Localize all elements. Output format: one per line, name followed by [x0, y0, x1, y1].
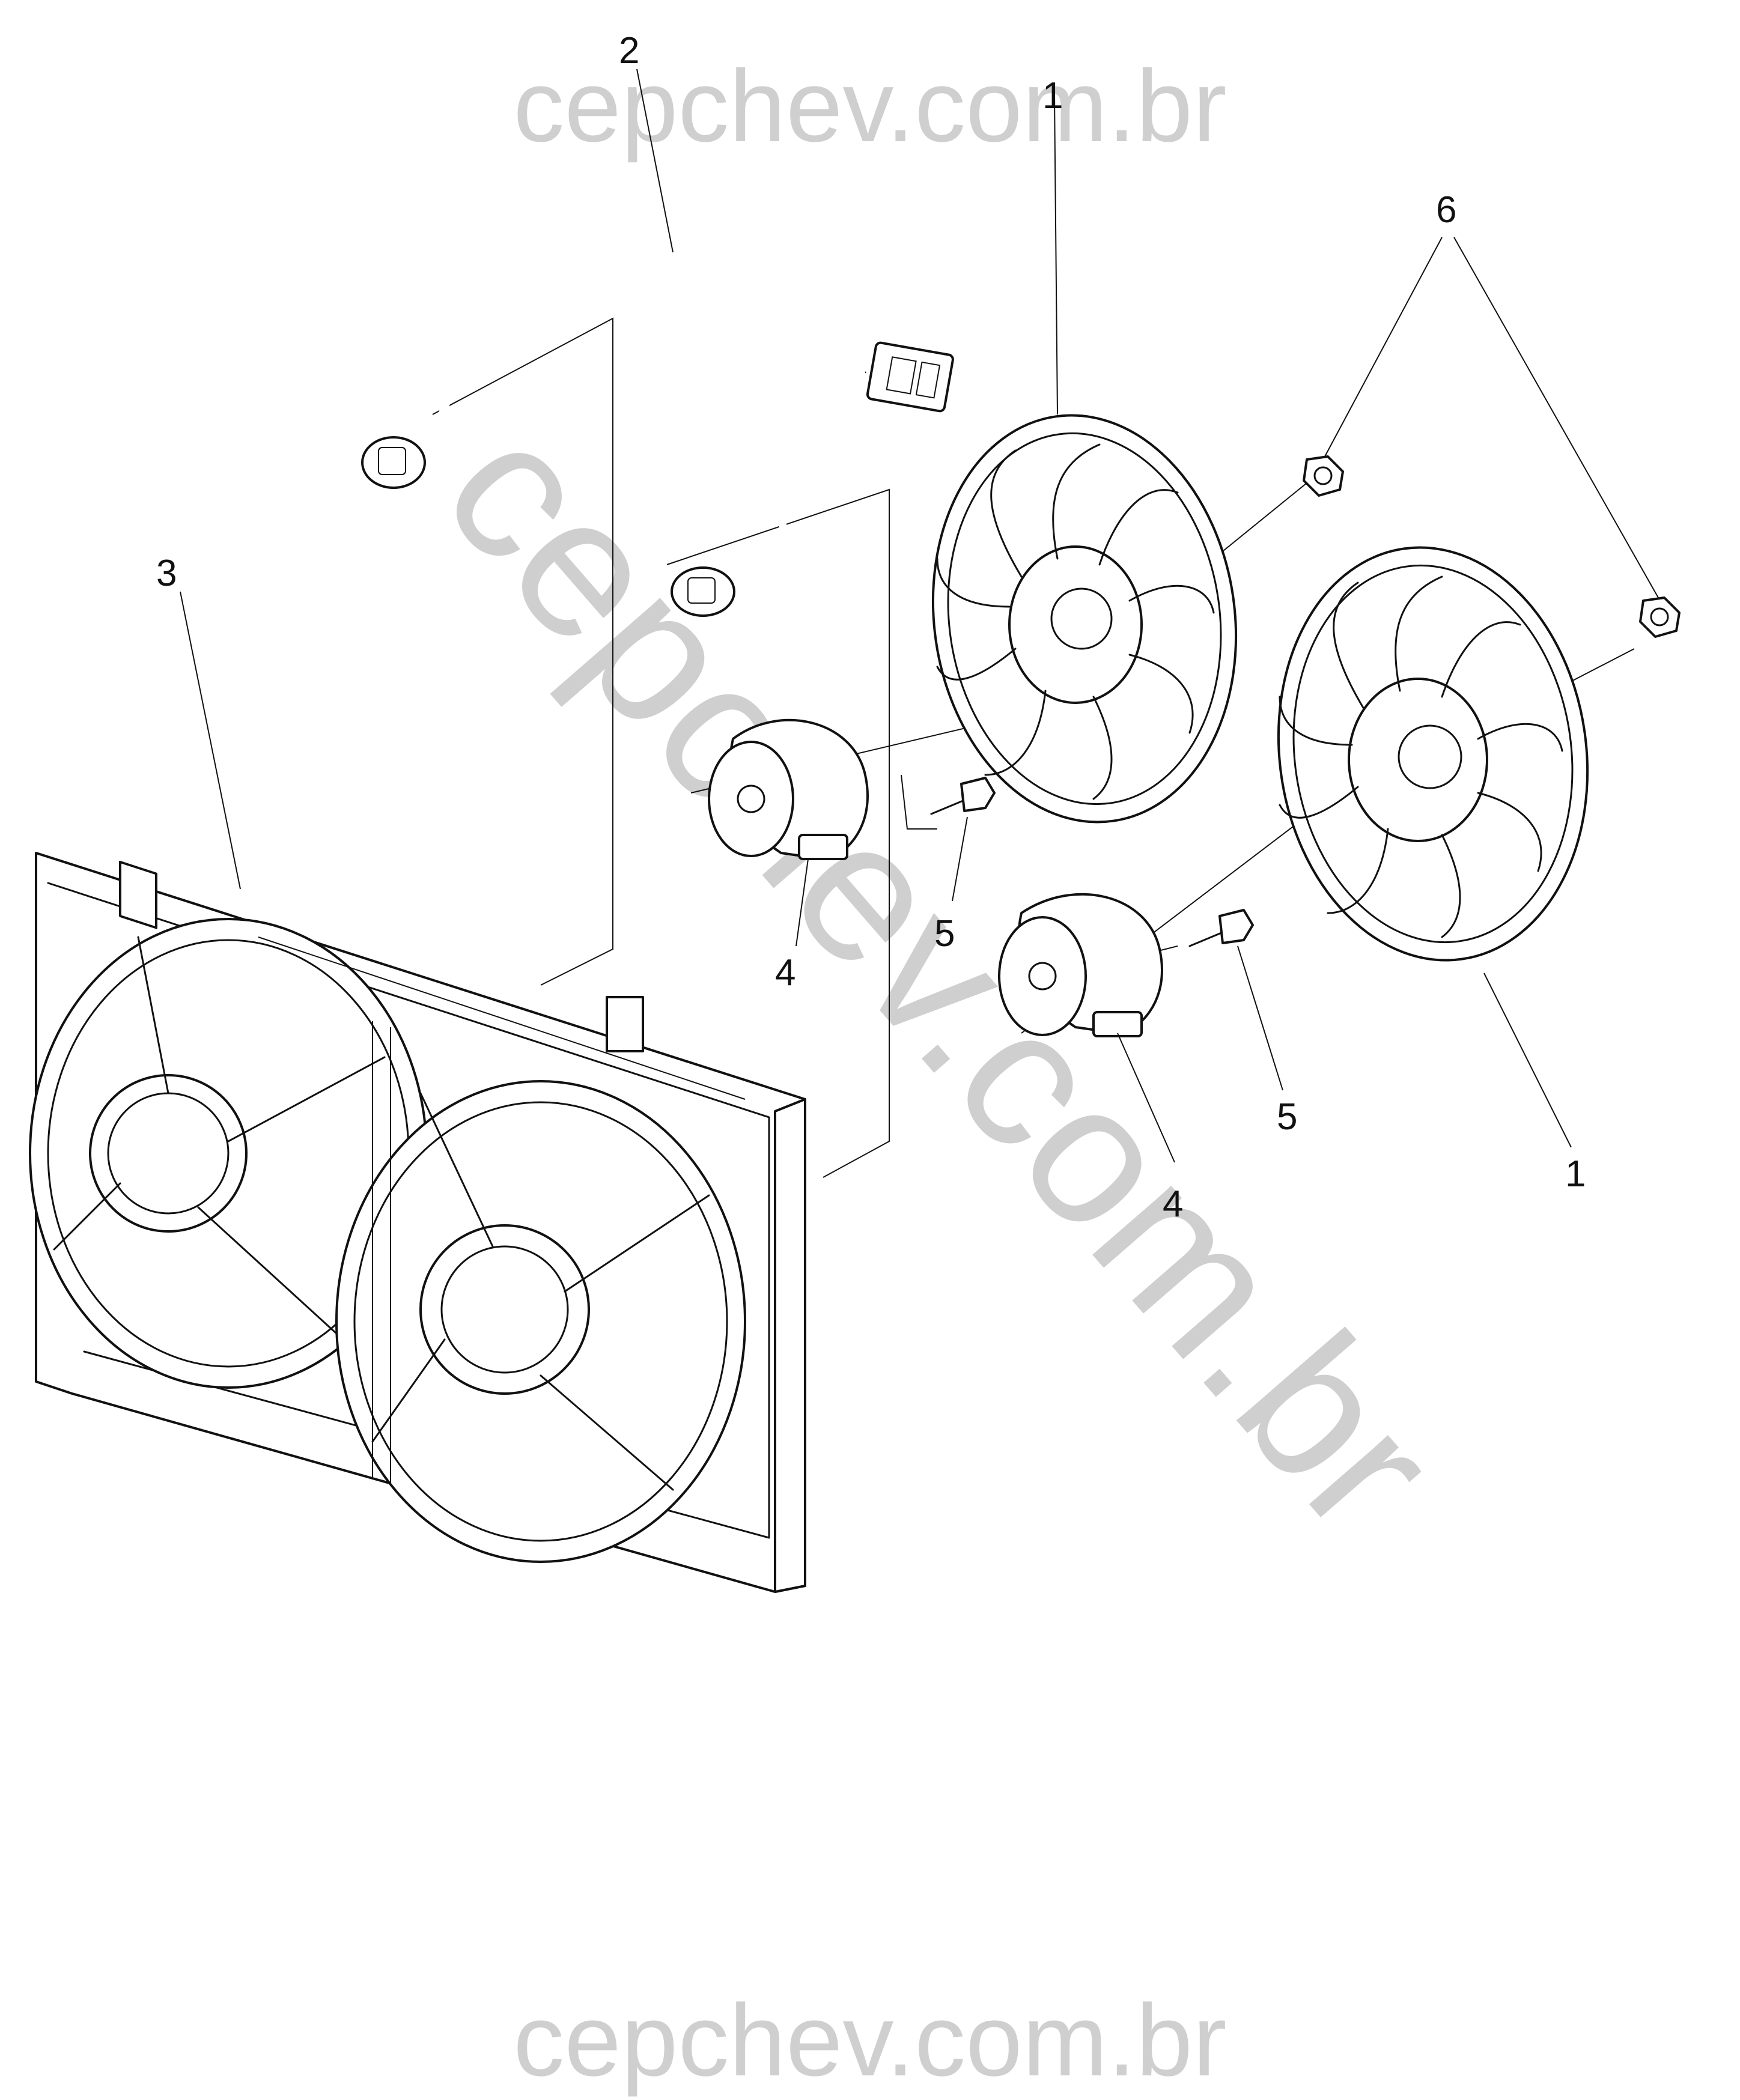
watermark-top: cepchev.com.br: [513, 49, 1226, 163]
callout-fan-blade-lower: 1: [1565, 1153, 1586, 1195]
callout-bolt-upper: 5: [934, 913, 955, 954]
callout-fan-shroud: 3: [156, 553, 177, 594]
callout-fan-motor-upper: 4: [775, 952, 795, 994]
bolt-upper: [930, 777, 996, 815]
fan-blade-upper: [931, 414, 1238, 824]
callout-fan-blade-upper: 1: [1042, 75, 1063, 117]
fan-blade-lower: [1277, 546, 1589, 962]
fan-motor-lower: [998, 893, 1163, 1037]
leader-lines: [180, 68, 1659, 1163]
bolt-lower: [1188, 909, 1254, 947]
watermark-bottom: cepchev.com.br: [513, 1983, 1226, 2098]
nut-upper: [1303, 455, 1344, 497]
fan-motor-upper: [708, 718, 869, 860]
fan-shroud: [29, 852, 806, 1593]
callout-fan-motor-lower: 4: [1163, 1183, 1183, 1225]
callout-bolt-lower: 5: [1277, 1096, 1297, 1138]
wiring-harness: [361, 247, 954, 622]
callout-nuts: 6: [1436, 189, 1456, 231]
callout-wiring-harness: 2: [619, 30, 639, 71]
nut-lower: [1639, 596, 1681, 638]
